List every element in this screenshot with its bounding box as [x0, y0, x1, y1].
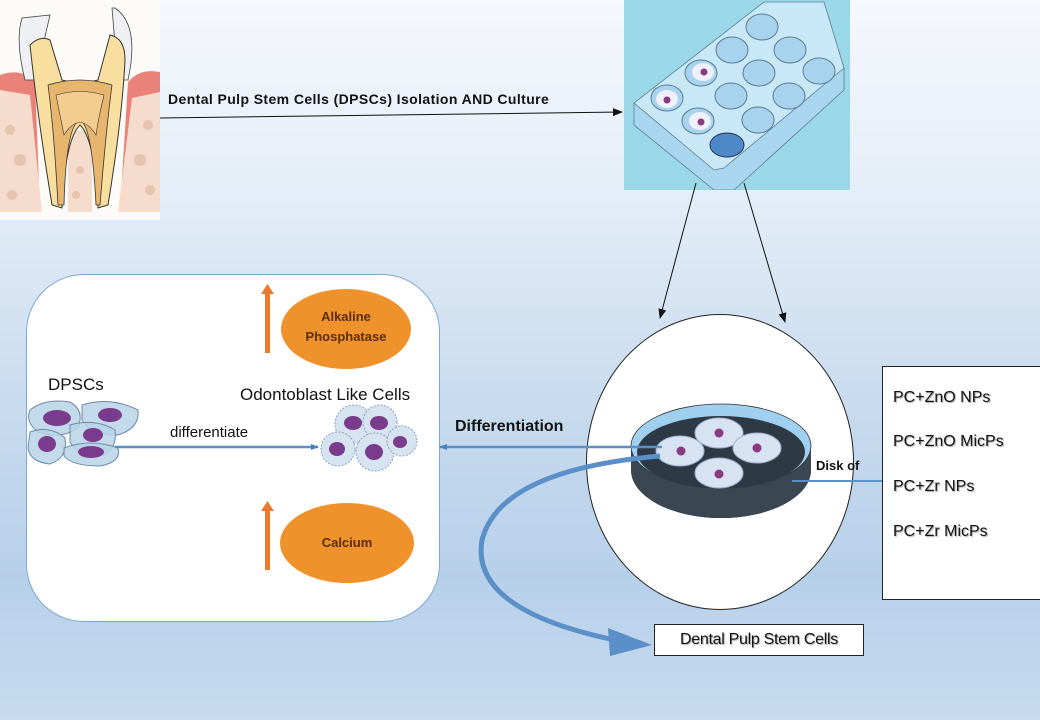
- treatment-item: PC+Zr NPs: [893, 478, 975, 495]
- petri-dish-icon: [630, 403, 812, 518]
- differentiate-label: differentiate: [170, 424, 249, 441]
- treatment-item: PC+Zr MicPs: [893, 523, 988, 540]
- tooth-illustration: [0, 0, 160, 220]
- calcium-ellipse: [280, 503, 414, 583]
- increase-arrow-calcium: [261, 501, 274, 570]
- treatment-item: PC+ZnO NPs: [893, 389, 991, 406]
- odontoblast-cells-icon: [320, 404, 418, 472]
- treatments-box: PC+ZnO NPs PC+ZnO MicPs PC+Zr NPs PC+Zr …: [882, 366, 1040, 600]
- odontoblast-label: Odontoblast Like Cells: [240, 385, 411, 404]
- calcium-label: Calcium: [280, 533, 414, 553]
- alp-ellipse: [281, 289, 411, 369]
- calcium-label-line1: Calcium: [321, 535, 373, 550]
- plate-to-culture-arrow-left: [658, 182, 697, 319]
- return-curved-arrow: [478, 453, 661, 643]
- well-plate-illustration: [624, 0, 850, 190]
- alp-label-line1: Alkaline: [321, 309, 371, 324]
- isolation-culture-label: Dental Pulp Stem Cells (DPSCs) Isolation…: [168, 91, 550, 107]
- isolation-arrow: [159, 108, 623, 119]
- differentiation-label: Differentiation: [455, 418, 564, 435]
- increase-arrow-alp: [261, 284, 274, 353]
- treatment-item: PC+ZnO MicPs: [893, 433, 1004, 450]
- dpscs-label: DPSCs: [48, 375, 104, 394]
- disk-of-label: Disk of: [816, 458, 860, 473]
- plate-to-culture-arrow-right: [743, 182, 787, 323]
- alp-label-line2: Phosphatase: [305, 329, 387, 344]
- alp-label: Alkaline Phosphatase: [281, 307, 411, 347]
- dental-pulp-stem-cells-box: Dental Pulp Stem Cells: [654, 624, 864, 656]
